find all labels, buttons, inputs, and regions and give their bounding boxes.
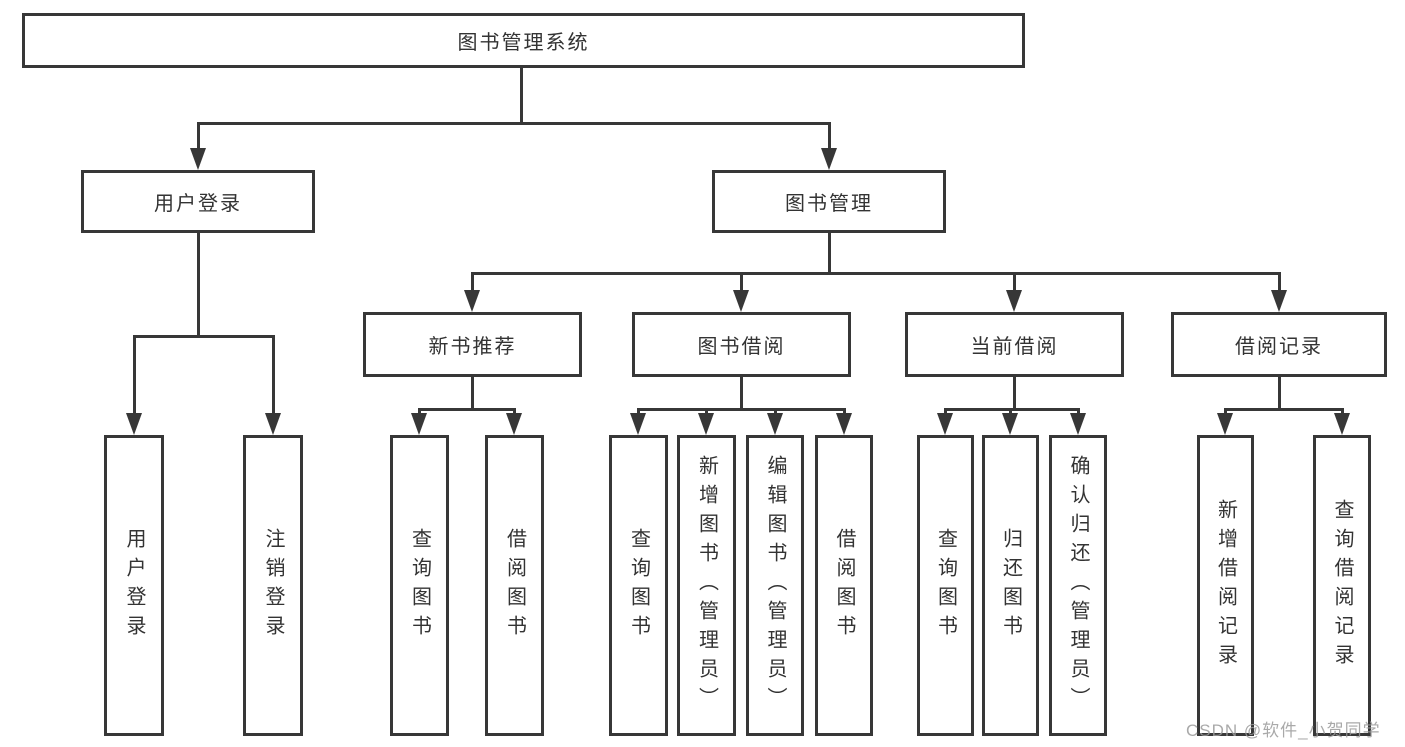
connector-drop-leaf-logout — [272, 338, 275, 415]
leaf-bb-borrow-book: 借阅图书 — [815, 435, 873, 736]
node-borrow-record-label: 借阅记录 — [1235, 336, 1323, 358]
leaf-cb-query-book-label: 查询图书 — [934, 527, 957, 644]
leaf-bb-add-book: 新增图书（管理员） — [677, 435, 736, 736]
arrowhead-borrow-record — [1271, 290, 1287, 312]
arrowhead-bb-edit — [767, 413, 783, 435]
connector-userlogin-riser — [197, 233, 200, 335]
node-user-login-label: 用户登录 — [154, 193, 242, 215]
connector-root-hbar — [197, 122, 831, 125]
leaf-logout: 注销登录 — [243, 435, 303, 736]
arrowhead-br-query — [1334, 413, 1350, 435]
arrowhead-rec-query — [411, 413, 427, 435]
connector-newbookrec-hbar — [418, 408, 516, 411]
connector-drop-leaf-login — [133, 338, 136, 415]
leaf-cb-confirm-return-label: 确认归还（管理员） — [1067, 455, 1089, 716]
arrowhead-leaf-login — [126, 413, 142, 435]
connector-borrowrecord-hbar — [1224, 408, 1344, 411]
node-new-book-rec: 新书推荐 — [363, 312, 582, 377]
node-user-login: 用户登录 — [81, 170, 315, 233]
arrowhead-cb-confirm — [1070, 413, 1086, 435]
leaf-rec-borrow-book-label: 借阅图书 — [503, 527, 526, 644]
arrowhead-leaf-logout — [265, 413, 281, 435]
node-borrow-record: 借阅记录 — [1171, 312, 1387, 377]
node-root: 图书管理系统 — [22, 13, 1025, 68]
leaf-cb-return-book-label: 归还图书 — [999, 527, 1022, 644]
leaf-logout-label: 注销登录 — [262, 527, 284, 644]
leaf-br-add-record: 新增借阅记录 — [1197, 435, 1254, 736]
arrowhead-bb-add — [698, 413, 714, 435]
connector-drop-book-borrow — [740, 275, 743, 291]
leaf-cb-confirm-return: 确认归还（管理员） — [1049, 435, 1107, 736]
leaf-rec-query-book: 查询图书 — [390, 435, 449, 736]
connector-currentborrow-hbar — [944, 408, 1080, 411]
node-new-book-rec-label: 新书推荐 — [428, 336, 517, 358]
node-current-borrow-label: 当前借阅 — [970, 336, 1059, 358]
arrowhead-new-book-rec — [464, 290, 480, 312]
leaf-bb-add-book-label: 新增图书（管理员） — [695, 455, 718, 716]
arrowhead-bb-query — [630, 413, 646, 435]
leaf-bb-borrow-book-label: 借阅图书 — [833, 527, 855, 644]
arrowhead-cb-query — [937, 413, 953, 435]
watermark: CSDN @软件_小贺同学 — [1186, 721, 1381, 740]
leaf-br-query-record-label: 查询借阅记录 — [1331, 498, 1353, 673]
connector-bookborrow-hbar — [637, 408, 846, 411]
connector-userlogin-hbar — [133, 335, 275, 338]
connector-drop-new-book-rec — [471, 275, 474, 291]
leaf-br-add-record-label: 新增借阅记录 — [1214, 498, 1237, 673]
node-book-borrow-label: 图书借阅 — [697, 336, 786, 358]
leaf-bb-edit-book-label: 编辑图书（管理员） — [764, 455, 786, 716]
arrowhead-cb-return — [1002, 413, 1018, 435]
node-root-label: 图书管理系统 — [457, 32, 590, 54]
leaf-br-query-record: 查询借阅记录 — [1313, 435, 1371, 736]
connector-bookmgmt-riser — [828, 233, 831, 274]
leaf-rec-borrow-book: 借阅图书 — [485, 435, 544, 736]
connector-drop-borrow-record — [1278, 275, 1281, 291]
leaf-cb-return-book: 归还图书 — [982, 435, 1039, 736]
connector-root-drop-right — [828, 125, 831, 151]
connector-currentborrow-riser — [1013, 377, 1016, 408]
arrowhead-bb-borrow — [836, 413, 852, 435]
node-book-mgmt-label: 图书管理 — [785, 193, 873, 215]
leaf-user-login: 用户登录 — [104, 435, 164, 736]
leaf-bb-query-book-label: 查询图书 — [627, 527, 650, 644]
leaf-bb-edit-book: 编辑图书（管理员） — [746, 435, 804, 736]
arrowhead-br-add — [1217, 413, 1233, 435]
node-current-borrow: 当前借阅 — [905, 312, 1124, 377]
leaf-user-login-label: 用户登录 — [123, 527, 145, 644]
connector-borrowrecord-riser — [1278, 377, 1281, 408]
leaf-bb-query-book: 查询图书 — [609, 435, 668, 736]
connector-drop-current-borrow — [1013, 275, 1016, 291]
connector-root-riser — [520, 68, 523, 124]
leaf-rec-query-book-label: 查询图书 — [408, 527, 431, 644]
node-book-borrow: 图书借阅 — [632, 312, 851, 377]
connector-bookborrow-riser — [740, 377, 743, 408]
connector-newbookrec-riser — [471, 377, 474, 408]
arrowhead-user-login — [190, 148, 206, 170]
arrowhead-current-borrow — [1006, 290, 1022, 312]
connector-root-drop-left — [197, 125, 200, 151]
node-book-mgmt: 图书管理 — [712, 170, 946, 233]
arrowhead-rec-borrow — [506, 413, 522, 435]
leaf-cb-query-book: 查询图书 — [917, 435, 974, 736]
arrowhead-book-borrow — [733, 290, 749, 312]
connector-bookmgmt-hbar — [471, 272, 1281, 275]
arrowhead-book-mgmt — [821, 148, 837, 170]
